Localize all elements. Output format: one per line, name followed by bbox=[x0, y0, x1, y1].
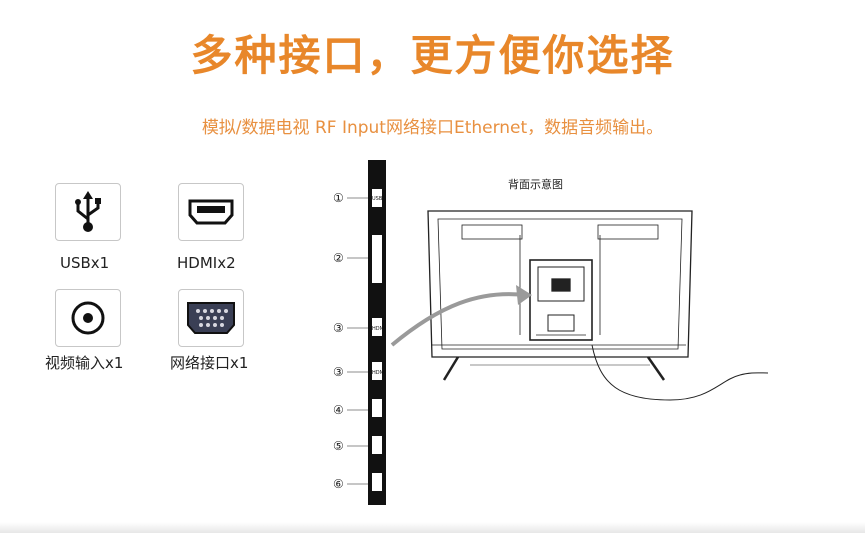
bottom-divider bbox=[0, 522, 865, 533]
usb-icon bbox=[75, 191, 101, 232]
diagram-caption: 背面示意图 bbox=[508, 177, 563, 191]
hdmi-icon bbox=[188, 199, 234, 225]
port-number-4: ④ bbox=[333, 403, 344, 417]
port-number-2: ② bbox=[333, 251, 344, 265]
usb-port-card bbox=[55, 183, 121, 241]
side-port-panel: USB HDMI HDMI bbox=[368, 160, 386, 505]
port-number-3a: ③ bbox=[333, 321, 344, 335]
page-title: 多种接口，更方便你选择 bbox=[190, 31, 675, 80]
av-input-icon bbox=[71, 301, 105, 335]
panel-label-hdmi-1: HDMI bbox=[372, 326, 385, 332]
port-number-1: ① bbox=[333, 191, 344, 205]
hdmi-port-card bbox=[178, 183, 244, 241]
arrow-icon bbox=[390, 292, 526, 347]
av-input-port-card bbox=[55, 289, 121, 347]
panel-label-usb: USB bbox=[372, 196, 383, 202]
page-subtitle: 模拟/数据电视 RF Input网络接口Ethernet，数据音频输出。 bbox=[201, 118, 664, 138]
port-number-6: ⑥ bbox=[333, 477, 344, 491]
tv-back-illustration bbox=[427, 210, 769, 401]
rear-diagram: ① ② ③ ③ ④ ⑤ ⑥ USB HDMI HDMI bbox=[333, 160, 769, 505]
hdmi-label: HDMIx2 bbox=[177, 254, 236, 272]
port-number-3b: ③ bbox=[333, 365, 344, 379]
panel-label-hdmi-2: HDMI bbox=[372, 370, 385, 376]
ethernet-port-card bbox=[178, 289, 244, 347]
arrow-head-icon bbox=[516, 285, 532, 305]
av-input-label: 视频输入x1 bbox=[45, 354, 124, 372]
usb-label: USBx1 bbox=[60, 254, 110, 272]
ethernet-label: 网络接口x1 bbox=[170, 354, 249, 372]
port-number-5: ⑤ bbox=[333, 439, 344, 453]
ethernet-icon bbox=[187, 302, 235, 334]
